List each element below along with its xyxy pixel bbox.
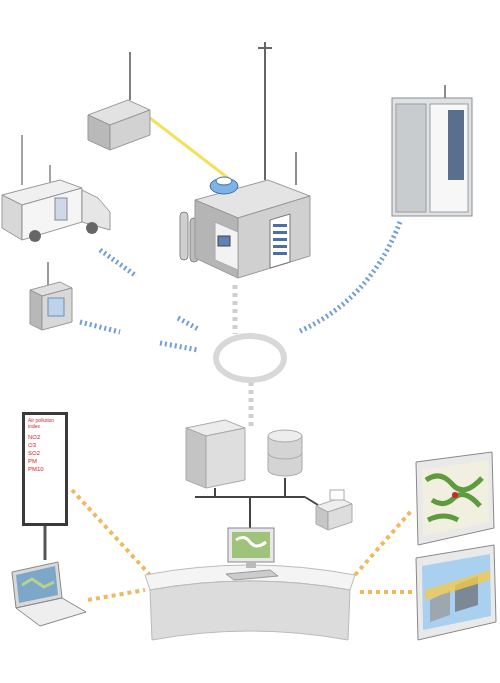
wireless-link	[100, 250, 135, 275]
laptop-screen	[16, 566, 58, 603]
pollutant-name: PM10	[28, 465, 62, 473]
database-top	[268, 430, 302, 442]
pollutant-name: SO2	[28, 449, 62, 457]
van-wheel	[86, 222, 98, 234]
enclosure-door	[396, 104, 426, 212]
operator-desk	[145, 528, 355, 640]
pc-screen	[218, 236, 230, 246]
laptop-base	[16, 598, 86, 626]
mast	[264, 42, 266, 180]
wireless-link	[160, 343, 198, 350]
model-screen	[416, 545, 496, 640]
map-feature	[22, 579, 54, 587]
analyzer-rack	[270, 214, 290, 268]
display-board: Air pollution indexNO2O3SO2PMPM10	[22, 412, 68, 526]
monitor-stand	[246, 562, 256, 568]
wind-sensor	[258, 47, 272, 49]
lan-drop	[214, 488, 216, 497]
map-feature	[236, 537, 266, 546]
pollutant-name: PM	[28, 457, 62, 465]
screen-sky	[422, 554, 491, 630]
network-ring	[216, 336, 284, 380]
server-front	[206, 428, 245, 488]
output-link	[72, 490, 150, 575]
pollutant-name: NO2	[28, 433, 62, 441]
desk-front	[150, 581, 350, 640]
printer-front	[328, 504, 352, 530]
wired-link	[249, 382, 254, 430]
antenna	[129, 52, 131, 100]
pollutant-name: O3	[28, 441, 62, 449]
rack-module	[273, 238, 287, 241]
gas-cylinder	[180, 212, 188, 260]
screen-map	[422, 460, 489, 536]
wired-link	[233, 285, 238, 334]
station-front	[238, 196, 310, 278]
enclosure-interior	[430, 104, 468, 212]
compact-station	[30, 262, 72, 330]
dome-receiver	[210, 178, 238, 194]
cutaway-interior	[215, 222, 238, 270]
laptop	[12, 562, 86, 626]
printer-side	[316, 506, 328, 530]
rack-module	[273, 245, 287, 248]
printer-paper	[330, 490, 344, 500]
enclosure-station	[392, 85, 472, 216]
antenna	[295, 152, 297, 185]
rack-modules	[273, 224, 287, 255]
wireless-link	[298, 222, 400, 332]
rack-module	[273, 252, 287, 255]
laser-beam	[150, 118, 228, 178]
monitor-map	[232, 532, 270, 558]
monitor	[228, 528, 274, 562]
rack-module	[273, 224, 287, 227]
wired-links	[235, 285, 251, 430]
main-station	[180, 42, 310, 278]
plume	[425, 570, 490, 600]
cabinet-front	[42, 288, 72, 330]
shelter-front	[110, 110, 150, 150]
wireless-link	[80, 322, 120, 332]
database-ring	[268, 453, 302, 459]
van-mast	[21, 135, 22, 185]
rack-module	[273, 231, 287, 234]
lan-drop	[305, 497, 318, 505]
van-mast	[49, 165, 50, 182]
output-link	[355, 510, 412, 575]
van-window	[55, 198, 67, 220]
output-link	[360, 590, 412, 594]
board-heading: Air pollution index	[28, 417, 62, 429]
map-screen	[416, 452, 494, 545]
lan-drop	[284, 478, 286, 497]
mobile-van	[2, 135, 110, 242]
lan-drop	[249, 497, 251, 528]
station-side	[195, 200, 238, 278]
map-marker	[452, 492, 458, 498]
dome-top	[216, 177, 232, 185]
shelter-station	[88, 52, 150, 150]
map-forest	[426, 476, 482, 520]
cabinet-side	[30, 290, 42, 330]
enclosure-body	[392, 98, 472, 216]
wireless-link	[178, 318, 200, 330]
antenna	[47, 262, 48, 285]
data-center	[186, 420, 352, 530]
sign-post	[44, 525, 47, 560]
server-side	[186, 428, 206, 488]
enclosure-rack	[448, 110, 464, 180]
cabinet-panel	[48, 298, 64, 316]
screen-frame	[416, 452, 494, 545]
van-back	[2, 195, 22, 240]
van-wheel	[29, 230, 41, 242]
output-link	[88, 590, 145, 600]
shelter-side	[88, 115, 110, 150]
keyboard	[226, 570, 278, 580]
screen-frame	[416, 545, 496, 640]
